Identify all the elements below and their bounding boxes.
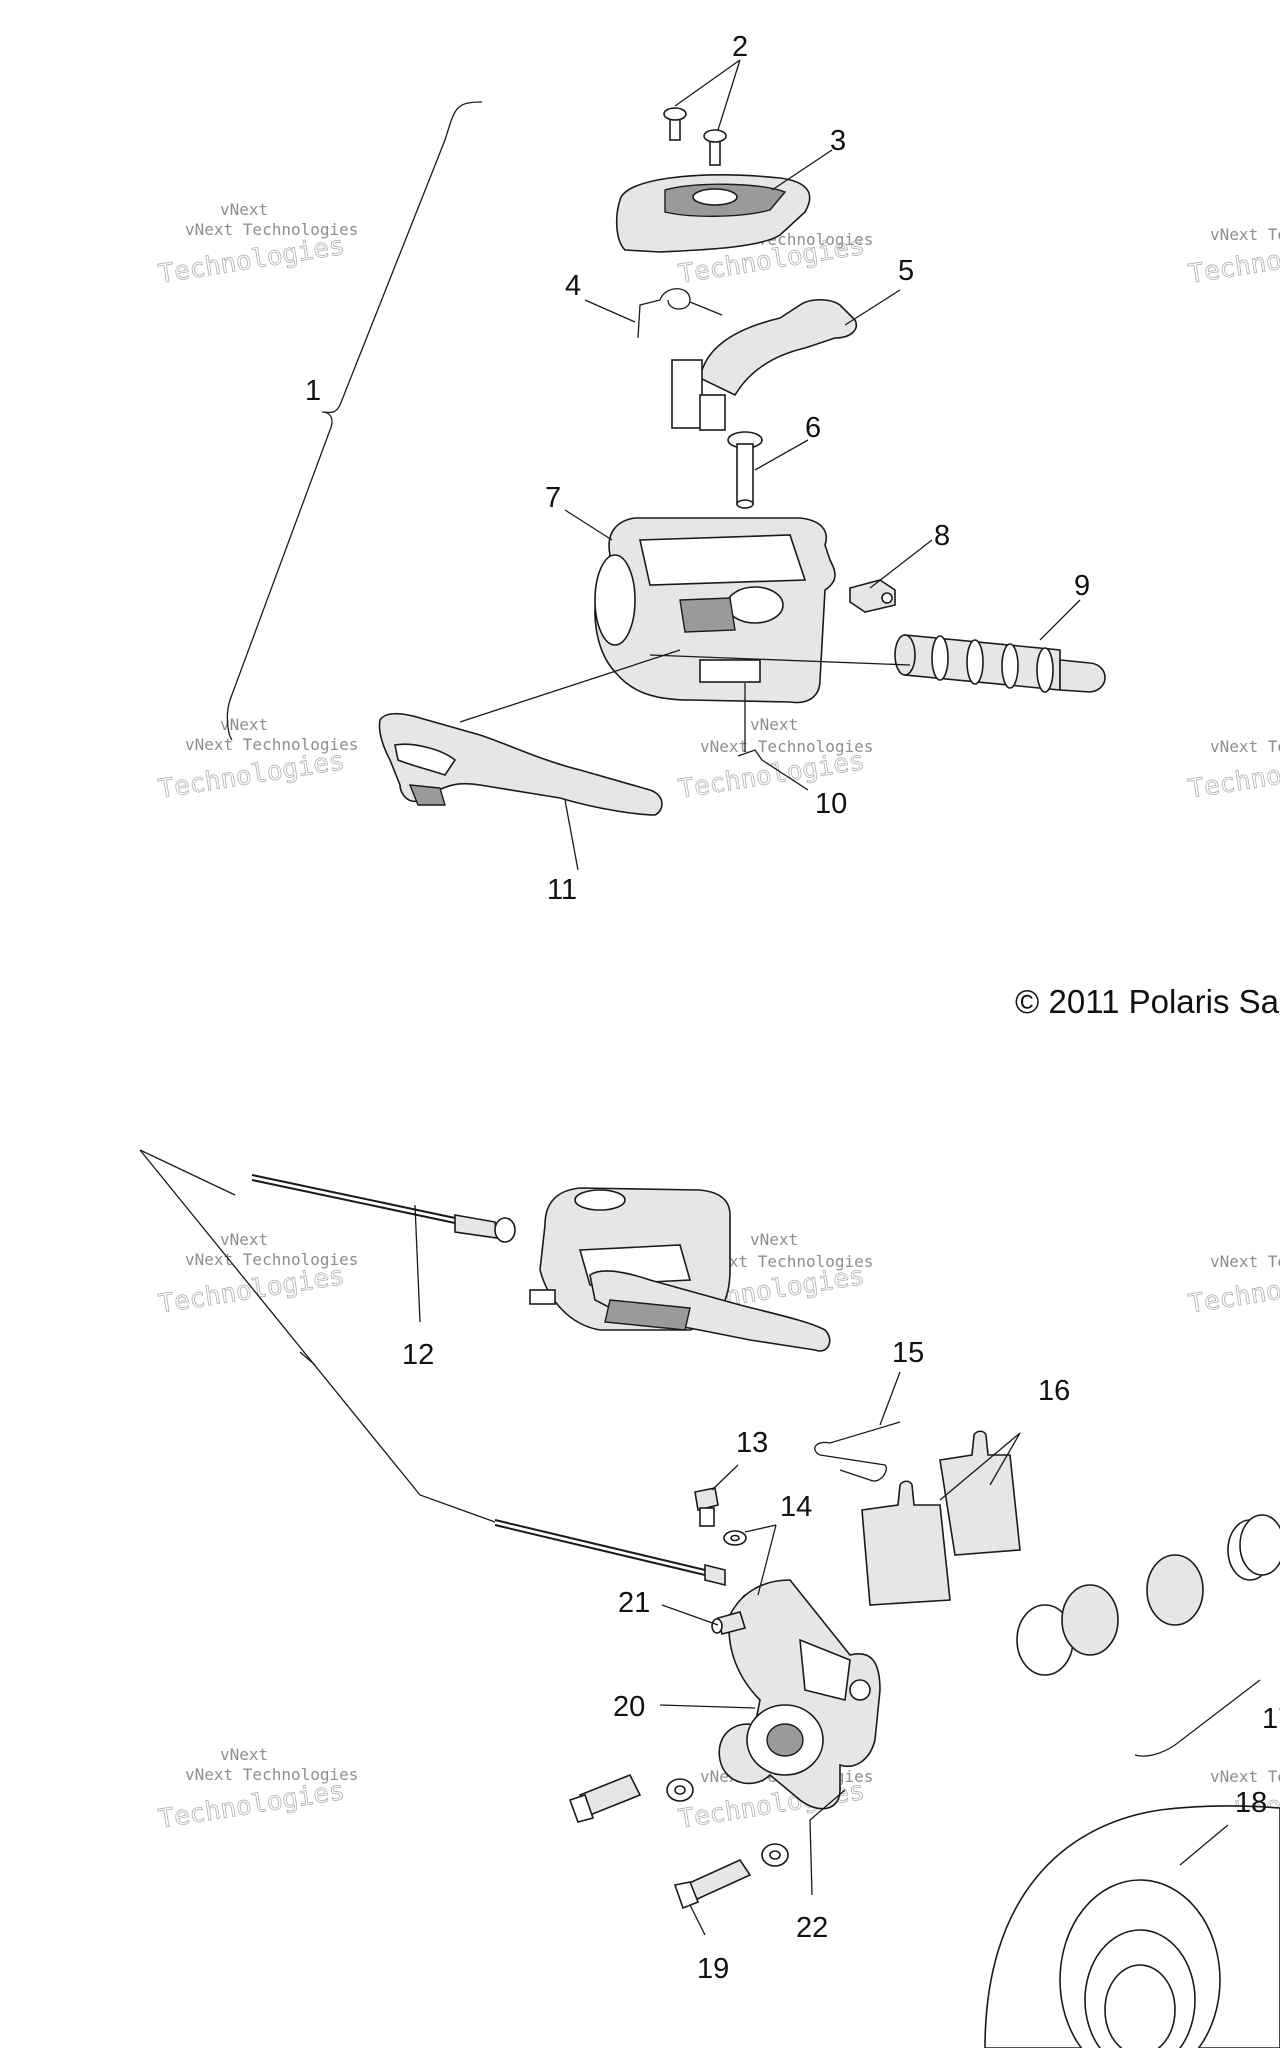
svg-text:vNext Technologies: vNext Technologies xyxy=(1210,225,1280,244)
svg-text:vNext Technologies: vNext Technologies xyxy=(1210,1252,1280,1271)
parking-lever-part xyxy=(671,298,857,431)
svg-text:vNext Technologies: vNext Technologies xyxy=(185,735,358,754)
brake-pad-part xyxy=(861,1480,951,1606)
callout-11: 11 xyxy=(547,874,577,906)
callout-17: 17 xyxy=(1262,1703,1280,1735)
caliper-bolt-part xyxy=(568,1773,642,1823)
svg-text:vNext: vNext xyxy=(220,1745,268,1764)
svg-text:vNext: vNext xyxy=(220,200,268,219)
watermark-tile: vNext vNext Technologies Technologies xyxy=(156,1745,358,1835)
crush-washer-part xyxy=(723,1530,747,1546)
pad-pin-clip-part xyxy=(814,1421,901,1482)
caliper-bolt-part xyxy=(673,1858,752,1910)
svg-text:vNext: vNext xyxy=(750,715,798,734)
callout-15: 15 xyxy=(892,1337,924,1369)
bleeder-screw-part xyxy=(711,1611,747,1635)
callout-16: 16 xyxy=(1038,1375,1070,1407)
spring-part xyxy=(637,288,723,339)
caliper-piston-part xyxy=(1016,1514,1280,1676)
callout-8: 8 xyxy=(934,520,950,552)
copyright-notice: © 2011 Polaris Sa xyxy=(1015,983,1280,1020)
reservoir-cover-part xyxy=(615,174,811,253)
callout-22: 22 xyxy=(796,1912,828,1944)
caliper-washer-part xyxy=(666,1778,694,1802)
svg-text:vNext Technologies: vNext Technologies xyxy=(1210,1767,1280,1786)
callout-20: 20 xyxy=(613,1691,645,1723)
callout-4: 4 xyxy=(565,270,581,302)
svg-text:vNext: vNext xyxy=(750,1230,798,1249)
screw-part xyxy=(703,129,727,166)
callout-7: 7 xyxy=(545,482,561,514)
watermark-tile: vNext Technologies Technologies xyxy=(1186,737,1280,805)
pivot-pin-part xyxy=(727,431,763,509)
svg-text:vNext Technologies: vNext Technologies xyxy=(185,220,358,239)
svg-text:vNext Technologies: vNext Technologies xyxy=(185,1765,358,1784)
callout-19: 19 xyxy=(697,1953,729,1985)
screw-part xyxy=(663,107,687,141)
brake-pad-part xyxy=(939,1430,1021,1556)
svg-text:vNext Technologies: vNext Technologies xyxy=(700,1252,873,1271)
watermark-tile: vNext Technologies Technologies xyxy=(1186,1252,1280,1320)
leader-lines-top xyxy=(459,59,1081,871)
assembly-bracket xyxy=(226,101,483,741)
piston-bracket xyxy=(1134,1679,1261,1757)
brake-lever-part xyxy=(378,712,663,816)
callout-10: 10 xyxy=(815,788,847,820)
svg-text:vNext Technologies: vNext Technologies xyxy=(185,1250,358,1269)
watermark-tile: vNext vNext Technologies Technologies xyxy=(156,1230,358,1320)
callout-9: 9 xyxy=(1074,570,1090,602)
watermark-tile: vNext vNext Technologies Technologies xyxy=(156,715,358,805)
svg-text:vNext Technologies: vNext Technologies xyxy=(700,737,873,756)
callout-14: 14 xyxy=(780,1491,812,1523)
brake-switch-part xyxy=(849,579,896,613)
callout-21: 21 xyxy=(618,1587,650,1619)
brake-hose-part xyxy=(251,1174,726,1587)
watermark-tile: vNext Technologies Technologies xyxy=(1186,225,1280,290)
svg-text:Technologies: Technologies xyxy=(156,1776,346,1835)
master-cylinder-assembly-part xyxy=(529,1187,831,1352)
svg-text:vNext Technologies: vNext Technologies xyxy=(1210,737,1280,756)
svg-text:Technologies: Technologies xyxy=(156,1261,346,1320)
svg-text:Technologies: Technologies xyxy=(156,746,346,805)
master-piston-part xyxy=(894,634,1106,693)
callout-13: 13 xyxy=(736,1427,768,1459)
callout-6: 6 xyxy=(805,412,821,444)
callout-18: 18 xyxy=(1235,1787,1267,1819)
master-cylinder-part xyxy=(594,517,836,704)
caliper-washer-part xyxy=(761,1843,789,1867)
callout-1: 1 xyxy=(305,375,321,407)
callout-12: 12 xyxy=(402,1339,434,1371)
banjo-bolt-part xyxy=(694,1487,719,1527)
retainer-clip-part xyxy=(737,749,763,761)
leader-lines-bottom xyxy=(139,1149,1229,1936)
svg-text:Technologies: Technologies xyxy=(156,231,346,290)
svg-text:vNext: vNext xyxy=(220,715,268,734)
watermark-tile: vNext vNext Technologies Technologies xyxy=(156,200,358,290)
brake-caliper-part xyxy=(718,1579,881,1810)
callout-2: 2 xyxy=(732,31,748,63)
brake-disc-part xyxy=(984,1805,1280,2048)
callout-3: 3 xyxy=(830,125,846,157)
callout-5: 5 xyxy=(898,255,914,287)
svg-text:vNext: vNext xyxy=(220,1230,268,1249)
